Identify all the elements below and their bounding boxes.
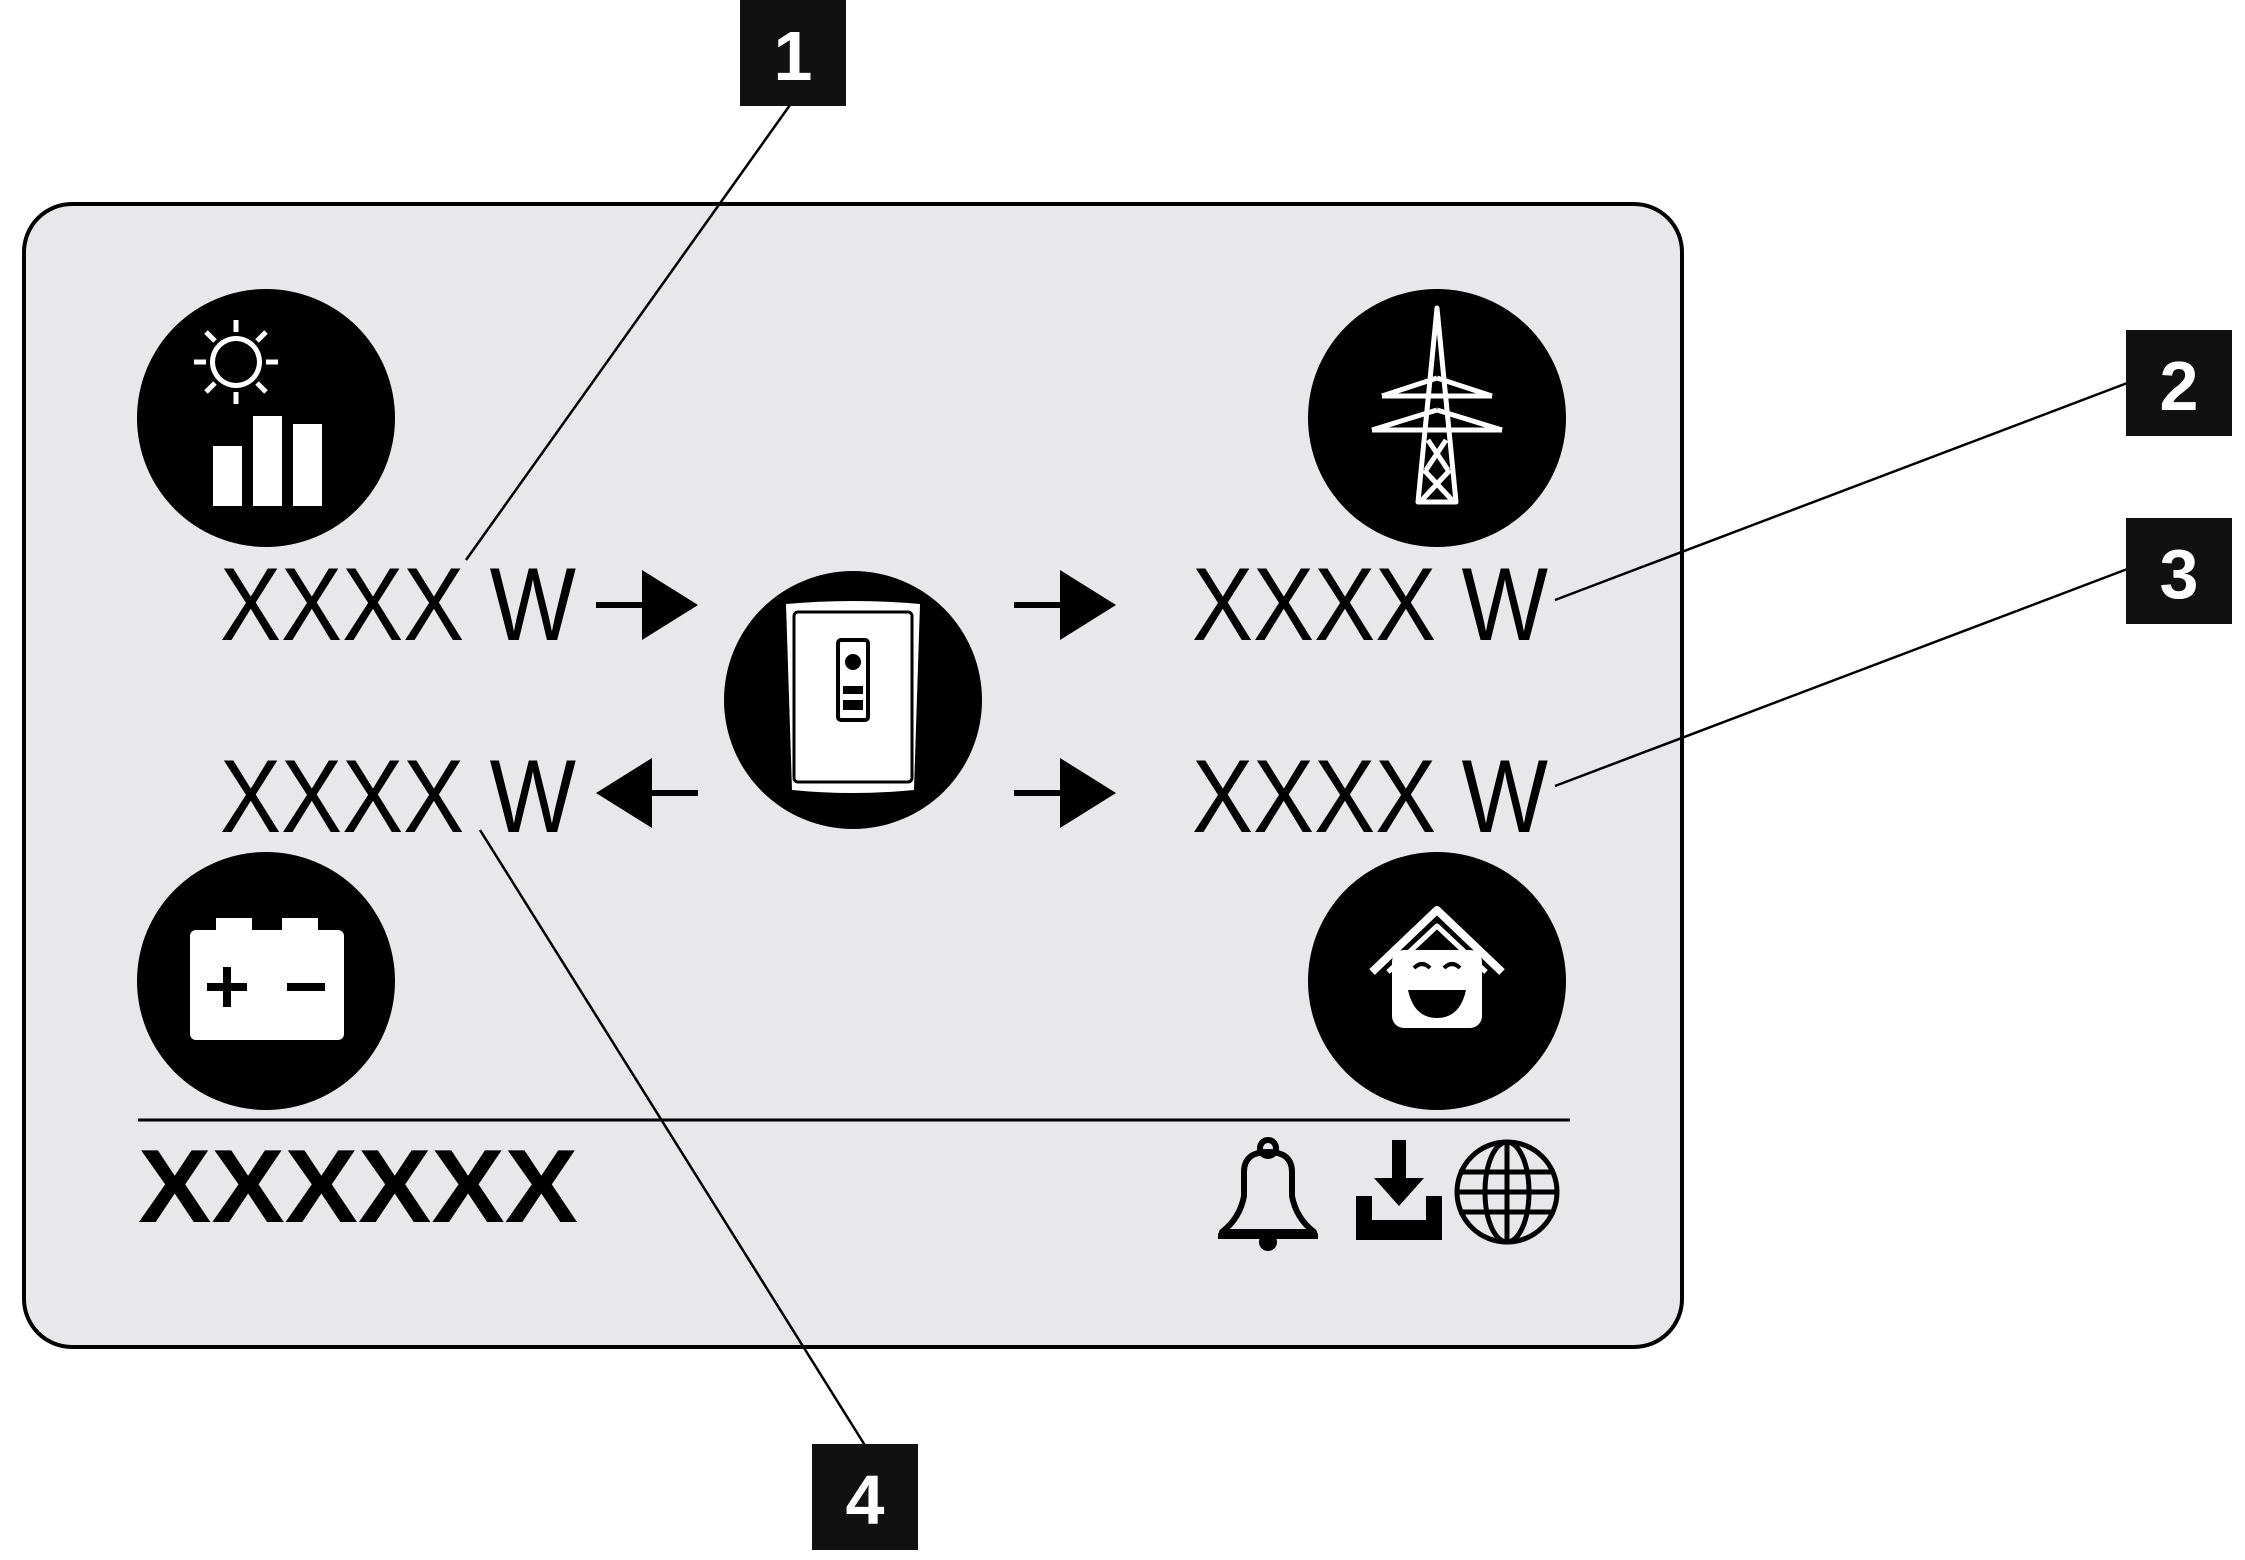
- download-icon: [1356, 1140, 1442, 1240]
- house-consumption-icon: [1308, 852, 1566, 1110]
- solar-panel-icon: [137, 289, 395, 547]
- callout-3: 3: [2126, 518, 2232, 624]
- house-flow-arrow: [1014, 758, 1116, 828]
- pv-flow-arrow: [596, 570, 698, 640]
- callout-leaders: [464, 104, 2131, 1448]
- grid-power-value: XXXX W: [1192, 547, 1548, 663]
- callout-2-leader: [1554, 380, 2131, 602]
- pv-power-value: XXXX W: [220, 547, 576, 663]
- battery-power-value: XXXX W: [220, 739, 576, 855]
- battery-flow-arrow: [596, 758, 698, 828]
- svg-text:4: 4: [846, 1461, 885, 1539]
- battery-icon: [137, 852, 395, 1110]
- globe-icon: [1454, 1139, 1560, 1245]
- inverter-icon: [724, 571, 982, 829]
- callout-4: 4: [812, 1444, 918, 1550]
- svg-text:1: 1: [774, 17, 813, 95]
- bell-icon: [1218, 1137, 1318, 1251]
- callout-1-leader: [464, 104, 792, 561]
- callout-2: 2: [2126, 330, 2232, 436]
- flow-arrows: [596, 570, 1116, 828]
- callout-4-leader: [478, 829, 868, 1448]
- house-power-value: XXXX W: [1192, 739, 1548, 855]
- callout-3-leader: [1554, 566, 2131, 788]
- status-text: XXXXXX: [138, 1129, 578, 1245]
- callout-1: 1: [740, 0, 846, 106]
- svg-text:2: 2: [2160, 347, 2199, 425]
- svg-text:3: 3: [2160, 535, 2199, 613]
- power-pylon-icon: [1308, 289, 1566, 547]
- grid-flow-arrow: [1014, 570, 1116, 640]
